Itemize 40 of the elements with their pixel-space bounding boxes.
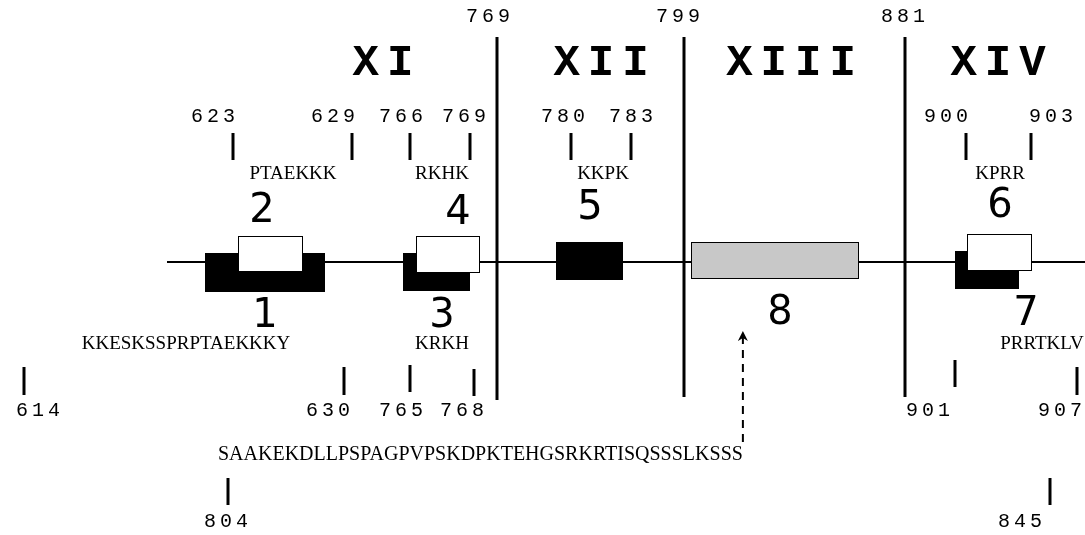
position-number: 783 — [609, 107, 657, 127]
domain-number: 7 — [1013, 291, 1039, 331]
sequence-motif: KKESKSSPRPTAEKKKY — [81, 332, 291, 352]
domain-number: 8 — [767, 290, 793, 330]
domain-number: 4 — [445, 190, 471, 230]
sequence-motif: KKPK — [577, 162, 629, 182]
sequence-motif: PRRTKLV — [1000, 332, 1084, 352]
position-number: 629 — [311, 107, 359, 127]
position-number: 623 — [191, 107, 239, 127]
position-number: 769 — [442, 107, 490, 127]
sequence-text: SAAKEKDLLPSPAGPVPSKDPKTEHGSRKRTISQSSSLKSSS — [218, 442, 743, 464]
region-numeral: XII — [553, 41, 657, 85]
domain-number: 5 — [577, 185, 603, 225]
position-number: 907 — [1038, 401, 1085, 421]
position-number: 799 — [656, 7, 704, 27]
position-number: 804 — [204, 512, 252, 532]
region-numeral: XIV — [950, 41, 1054, 85]
position-number: 903 — [1029, 107, 1077, 127]
position-number: 765 — [379, 401, 427, 421]
position-number: 780 — [541, 107, 589, 127]
domain-number: 2 — [249, 188, 275, 228]
sequence-motif: KRKH — [415, 332, 469, 352]
position-number: 881 — [881, 7, 929, 27]
position-number: 768 — [440, 401, 488, 421]
domain-number: 6 — [987, 183, 1013, 223]
position-number: 766 — [379, 107, 427, 127]
position-number: 769 — [466, 7, 514, 27]
position-number: 900 — [924, 107, 972, 127]
region-numeral: XI — [352, 41, 422, 85]
domain-number: 1 — [252, 293, 278, 333]
arrow — [737, 331, 748, 443]
position-number: 845 — [998, 512, 1046, 532]
position-number: 630 — [306, 401, 354, 421]
sequence-motif: RKHK — [415, 162, 469, 182]
sequence-motif: KPRR — [975, 162, 1025, 182]
region-numeral: XIII — [726, 41, 864, 85]
position-number: 901 — [906, 401, 954, 421]
position-number: 614 — [16, 401, 64, 421]
domain-number: 3 — [429, 293, 455, 333]
sequence-motif: PTAEKKK — [249, 162, 337, 182]
